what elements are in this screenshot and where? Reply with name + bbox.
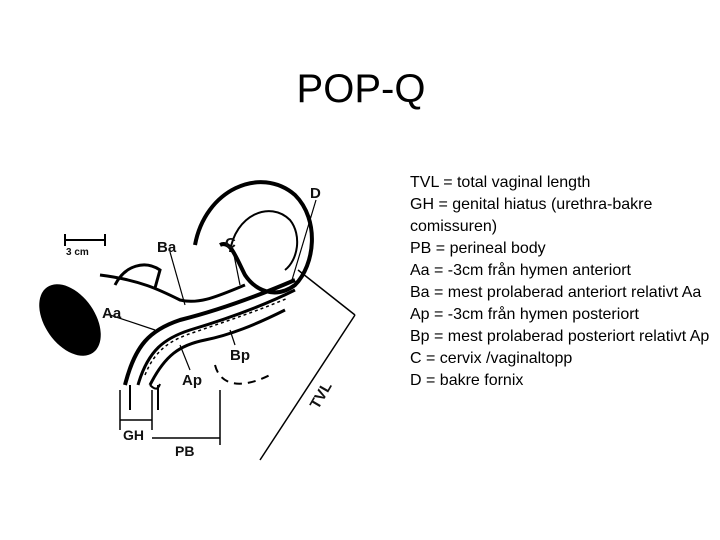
label-ba: Ba [157, 239, 177, 256]
uterus-outline [193, 180, 314, 295]
pop-q-diagram: 3 cm D C Ba Aa Bp Ap TVL GH PB [39, 180, 356, 461]
pb-bracket [152, 390, 221, 445]
legend-item-ap: Ap = -3cm från hymen posteriort [410, 306, 639, 323]
legend-item-c: C = cervix /vaginaltopp [410, 350, 573, 367]
legend-item-ba: Ba = mest prolaberad anteriort relativt … [410, 284, 702, 301]
legend-item-bp: Bp = mest prolaberad posteriort relativt… [410, 328, 710, 345]
posterior-wall [148, 308, 286, 386]
pubic-bone [39, 284, 101, 356]
anterior-wall [99, 273, 246, 303]
legend-item-d: D = bakre fornix [410, 372, 524, 389]
tvl-measure [259, 314, 356, 461]
tvl-line [297, 269, 356, 316]
label-tvl: TVL [307, 379, 336, 412]
bladder-outline [113, 263, 162, 289]
label-aa: Aa [102, 305, 122, 322]
vaginal-canal-lower [136, 288, 296, 386]
legend-item-tvl: TVL = total vaginal length [410, 174, 591, 191]
label-c: C [225, 235, 236, 252]
label-gh: GH [123, 427, 144, 443]
vaginal-canal-upper [123, 278, 296, 386]
label-ap: Ap [182, 372, 202, 389]
slide-title: POP-Q [296, 66, 426, 111]
label-d: D [310, 185, 321, 202]
rectum-outline [214, 364, 271, 385]
legend-list: TVL = total vaginal length GH = genital … [410, 172, 710, 392]
scale-bar [64, 234, 106, 246]
label-bp: Bp [230, 347, 250, 364]
scale-bar-label: 3 cm [66, 247, 89, 258]
perineum [129, 383, 161, 410]
uterus-inner [229, 210, 299, 271]
legend-item-pb: PB = perineal body [410, 240, 546, 257]
legend-item-gh: GH = genital hiatus (urethra-bakre comis… [410, 196, 653, 235]
label-pb: PB [175, 443, 194, 459]
gh-bracket [119, 390, 153, 430]
pointers [109, 199, 317, 371]
legend-item-aa: Aa = -3cm från hymen anteriort [410, 262, 631, 279]
vaginal-canal-dotted [144, 297, 289, 376]
